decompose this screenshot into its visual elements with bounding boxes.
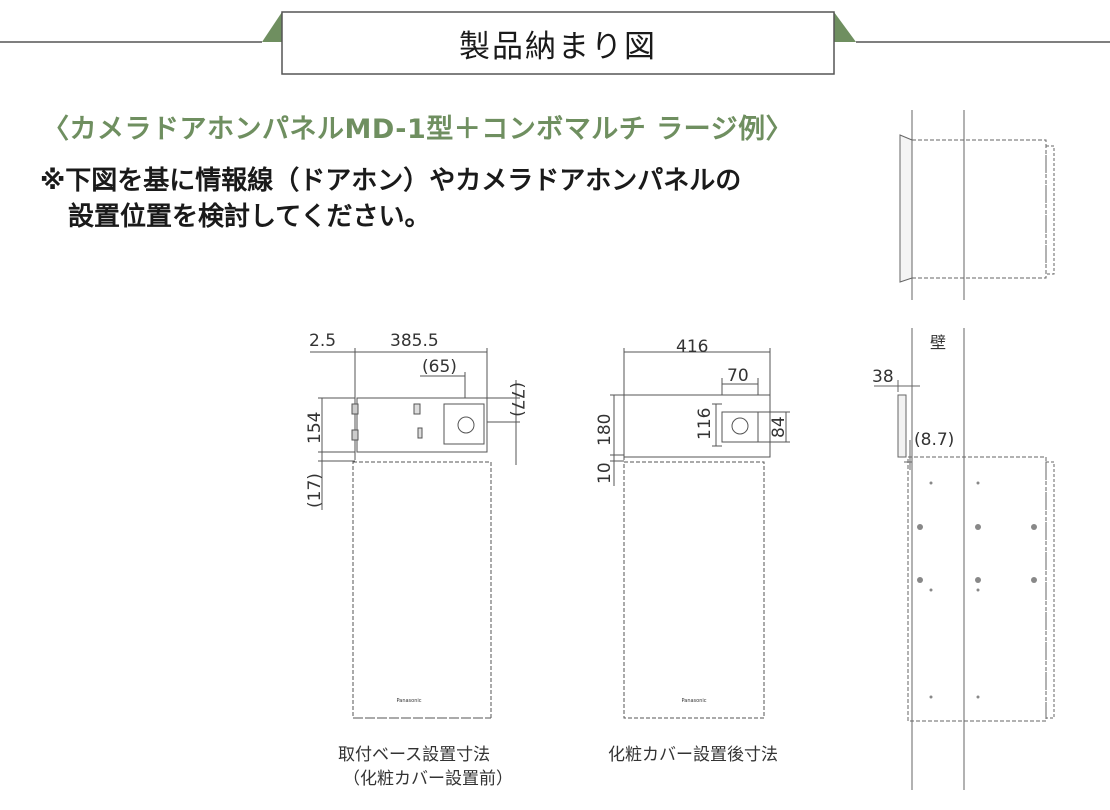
caption-cover: 化粧カバー設置後寸法	[608, 745, 778, 765]
header-left-tab	[262, 12, 282, 42]
header-right-tab	[834, 12, 856, 42]
top-side-view	[899, 110, 1055, 300]
dim-base-gap: (17)	[305, 473, 325, 508]
example-subtitle: 〈カメラドアホンパネルMD-1型＋コンボマルチ ラージ例〉	[42, 114, 794, 145]
dim-side-gap: (8.7)	[914, 430, 954, 450]
dim-cover-hole-h-inner: 84	[769, 416, 789, 438]
dim-side-depth: 38	[872, 367, 894, 387]
dim-base-offset: 2.5	[309, 331, 336, 351]
dim-cover-hole-h-outer: 116	[695, 408, 715, 440]
cover-brand-label: Panasonic	[681, 698, 706, 704]
dim-cover-height: 180	[595, 414, 615, 446]
dim-cover-hole-w: 70	[727, 366, 749, 386]
cover-drawing	[610, 348, 790, 719]
dim-base-hole-x: (65)	[422, 357, 457, 377]
dim-cover-width: 416	[676, 337, 708, 357]
dim-base-width: 385.5	[390, 331, 439, 351]
caption-base-mounting-sub: （化粧カバー設置前）	[343, 769, 513, 789]
dim-base-height: 154	[305, 412, 325, 444]
base-brand-label: Panasonic	[396, 698, 421, 704]
page-title: 製品納まり図	[459, 28, 657, 65]
note-line-1: ※下図を基に情報線（ドアホン）やカメラドアホンパネルの	[40, 166, 742, 196]
header-banner	[281, 11, 835, 75]
dim-base-hole-y: (77)	[507, 382, 527, 417]
caption-base-mounting: 取付ベース設置寸法	[338, 745, 491, 765]
base-mounting-drawing	[310, 348, 520, 719]
note-line-2: 設置位置を検討してください。	[68, 202, 431, 232]
side-view-drawing	[874, 328, 1055, 790]
side-view-bolts	[917, 481, 1037, 699]
dim-cover-gap: 10	[595, 462, 615, 484]
wall-label: 壁	[930, 333, 946, 352]
